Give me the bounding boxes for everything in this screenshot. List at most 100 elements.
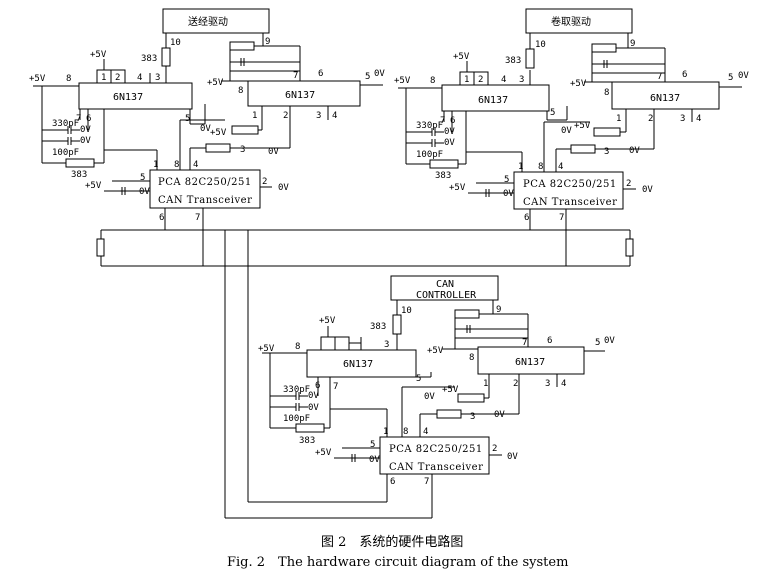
svg-text:6: 6 xyxy=(159,213,164,223)
svg-text:10: 10 xyxy=(401,306,412,316)
resistor-383-top xyxy=(161,47,171,67)
svg-text:PCA 82C250/251: PCA 82C250/251 xyxy=(158,177,252,188)
svg-text:8: 8 xyxy=(430,76,435,86)
svg-text:+5V: +5V xyxy=(207,78,224,88)
svg-text:+5V: +5V xyxy=(453,52,470,62)
can-controller-box xyxy=(390,275,499,301)
svg-text:6N137: 6N137 xyxy=(478,95,508,106)
svg-text:7: 7 xyxy=(195,213,200,223)
svg-text:CAN Transceiver: CAN Transceiver xyxy=(158,195,252,206)
svg-text:6: 6 xyxy=(86,114,91,124)
can-transceiver-2 xyxy=(513,171,624,210)
takeup-drive-label: 卷取驱动 xyxy=(551,15,591,28)
svg-text:0V: 0V xyxy=(80,125,91,135)
svg-text:3: 3 xyxy=(680,114,685,124)
svg-text:7: 7 xyxy=(333,382,338,392)
optocoupler-5 xyxy=(306,349,417,378)
svg-text:+5V: +5V xyxy=(427,346,444,356)
svg-text:383: 383 xyxy=(141,54,157,64)
svg-text:2: 2 xyxy=(262,177,267,187)
svg-text:+5V: +5V xyxy=(210,128,227,138)
svg-text:7: 7 xyxy=(657,72,662,82)
svg-text:+5V: +5V xyxy=(394,76,411,86)
svg-text:1: 1 xyxy=(464,75,469,85)
svg-text:0V: 0V xyxy=(561,126,572,136)
svg-text:6N137: 6N137 xyxy=(650,93,680,104)
svg-text:383: 383 xyxy=(435,171,451,181)
svg-text:4: 4 xyxy=(558,162,563,172)
svg-text:1: 1 xyxy=(252,111,257,121)
svg-text:4: 4 xyxy=(423,427,428,437)
svg-text:7: 7 xyxy=(522,338,527,348)
optocoupler-6 xyxy=(477,346,585,375)
svg-text:3: 3 xyxy=(240,145,245,155)
svg-text:1: 1 xyxy=(483,379,488,389)
svg-text:9: 9 xyxy=(265,37,270,47)
svg-text:4: 4 xyxy=(137,73,142,83)
svg-text:0V: 0V xyxy=(642,185,653,195)
optocoupler-3 xyxy=(441,84,550,112)
svg-text:0V: 0V xyxy=(268,147,279,157)
svg-text:6N137: 6N137 xyxy=(343,359,373,370)
svg-text:6: 6 xyxy=(682,70,687,80)
feed-drive-box xyxy=(162,8,270,34)
svg-text:2: 2 xyxy=(478,75,483,85)
svg-text:7: 7 xyxy=(559,213,564,223)
svg-text:7: 7 xyxy=(440,116,445,126)
node-feed-drive: 送经驱动 6N137 1 2 4 3 +5V 383 10 +5V 8 7 6 … xyxy=(29,8,385,266)
svg-text:+5V: +5V xyxy=(574,121,591,131)
svg-text:2: 2 xyxy=(648,114,653,124)
svg-text:5: 5 xyxy=(595,338,600,348)
svg-text:330pF: 330pF xyxy=(52,119,79,129)
svg-text:0V: 0V xyxy=(308,403,319,413)
svg-text:3: 3 xyxy=(604,147,609,157)
svg-text:5: 5 xyxy=(140,173,145,183)
svg-text:0V: 0V xyxy=(444,138,455,148)
svg-text:6N137: 6N137 xyxy=(515,357,545,368)
svg-text:6: 6 xyxy=(524,213,529,223)
svg-text:0V: 0V xyxy=(738,71,749,81)
svg-text:0V: 0V xyxy=(369,455,380,465)
svg-text:8: 8 xyxy=(174,160,179,170)
takeup-drive-box xyxy=(525,8,633,34)
svg-text:5: 5 xyxy=(416,374,421,384)
svg-text:CAN Transceiver: CAN Transceiver xyxy=(389,462,483,473)
svg-text:0V: 0V xyxy=(494,410,505,420)
can-controller-label-1: CAN xyxy=(436,279,454,290)
svg-text:8: 8 xyxy=(403,427,408,437)
svg-text:5: 5 xyxy=(728,73,733,83)
svg-text:+5V: +5V xyxy=(90,50,107,60)
optocoupler-2 xyxy=(247,80,361,107)
svg-text:4: 4 xyxy=(501,75,506,85)
svg-text:0V: 0V xyxy=(200,124,211,134)
svg-text:100pF: 100pF xyxy=(416,150,443,160)
feed-drive-label: 送经驱动 xyxy=(188,15,228,28)
svg-text:4: 4 xyxy=(332,111,337,121)
svg-text:0V: 0V xyxy=(507,452,518,462)
svg-text:0V: 0V xyxy=(308,391,319,401)
svg-text:4: 4 xyxy=(696,114,701,124)
node-takeup-drive: 卷取驱动 6N137 1 2 4 3 +5V 383 10 +5V 8 7 6 … xyxy=(394,8,749,266)
svg-text:5: 5 xyxy=(504,175,509,185)
svg-text:10: 10 xyxy=(170,38,181,48)
svg-text:+5V: +5V xyxy=(570,79,587,89)
svg-text:8: 8 xyxy=(604,88,609,98)
svg-text:8: 8 xyxy=(469,353,474,363)
can-transceiver-1 xyxy=(149,169,261,209)
svg-text:1: 1 xyxy=(616,114,621,124)
svg-text:6: 6 xyxy=(450,116,455,126)
svg-text:8: 8 xyxy=(295,342,300,352)
svg-text:1: 1 xyxy=(153,160,158,170)
node-can-controller: CAN CONTROLLER 6N137 +5V 383 10 3 +5V 8 … xyxy=(224,230,615,519)
svg-text:7: 7 xyxy=(424,477,429,487)
svg-text:2: 2 xyxy=(492,444,497,454)
svg-text:0V: 0V xyxy=(278,183,289,193)
svg-text:8: 8 xyxy=(238,86,243,96)
svg-text:CAN Transceiver: CAN Transceiver xyxy=(523,197,617,208)
svg-text:3: 3 xyxy=(545,379,550,389)
svg-text:9: 9 xyxy=(496,305,501,315)
svg-text:6: 6 xyxy=(318,69,323,79)
svg-text:5: 5 xyxy=(365,72,370,82)
svg-text:8: 8 xyxy=(66,74,71,84)
